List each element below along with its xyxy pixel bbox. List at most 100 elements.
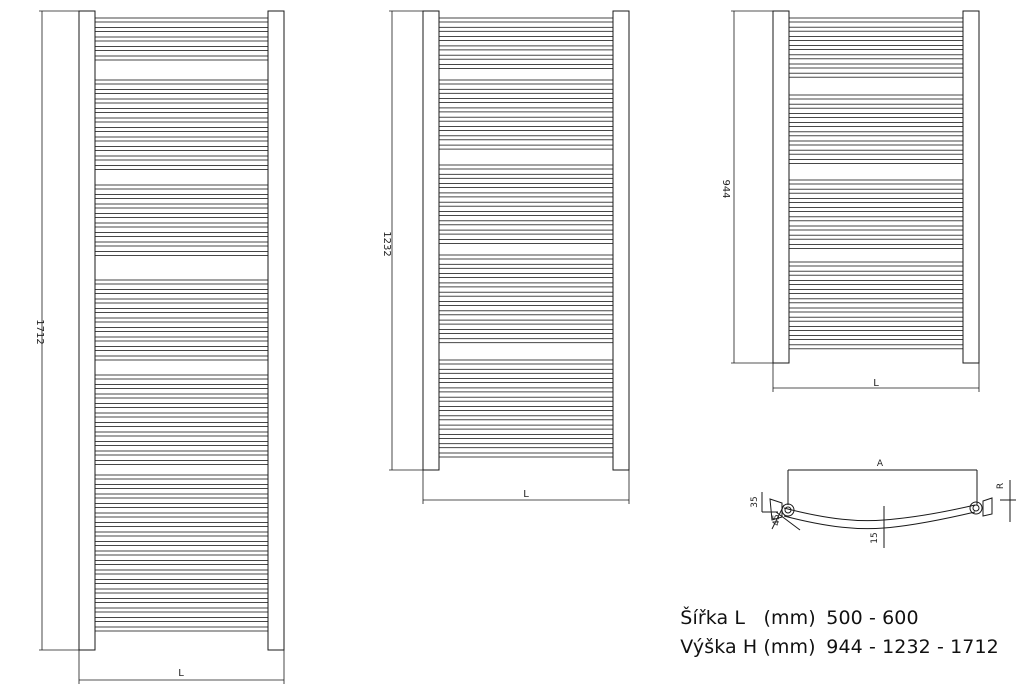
rail-bar [94,617,269,622]
rail-bar [438,368,614,374]
rail-bar [94,588,269,594]
spec-height-value: 944 - 1232 - 1712 [826,636,999,658]
profile-35-label: 35 [750,496,760,507]
rail-bar [94,203,269,209]
rail-bar [438,310,614,316]
rail-bar [788,140,964,146]
rail-bar [788,113,964,118]
rail-bar [94,308,269,313]
rail-bar [94,79,269,85]
small-height-label: 944 [720,179,731,198]
right-collector [962,10,980,364]
rail-bar [94,317,269,323]
rail-bar [94,384,269,389]
rail-bar [94,89,269,94]
rail-bar [788,158,964,164]
rail-bar [438,88,614,94]
rail-bar [438,359,614,365]
profile-a-label: A [877,459,884,469]
rail-bar [788,17,964,23]
rail-bar [788,36,964,41]
rail-bar [94,27,269,32]
rail-bar [94,194,269,199]
rail-bar [438,254,614,260]
medium-height-label: 1232 [381,231,392,256]
rail-bar [788,325,964,331]
rail-bar [94,155,269,161]
rail-bar [438,378,614,384]
large-radiator-drawing [39,10,285,684]
rail-bar [94,541,269,546]
rail-bar [94,560,269,565]
rail-bar [438,452,614,458]
rail-bar [438,26,614,32]
rail-bar [94,251,269,256]
rail-bar [438,144,614,150]
rail-bar [788,54,964,60]
rail-bar [94,289,269,294]
rail-bar [94,598,269,603]
rail-bar [788,207,964,213]
rail-bar [438,263,614,269]
rail-bar [438,116,614,122]
rail-bar [94,422,269,427]
rail-bar [788,188,964,194]
rail-bar [94,531,269,537]
rail-bar [438,433,614,439]
rail-bar [438,17,614,23]
rail-bar [94,431,269,437]
rail-bar [438,107,614,113]
rail-bar [788,103,964,109]
rail-bar [94,460,269,465]
rail-bar [438,229,614,235]
rail-bar [438,183,614,189]
rail-bar [438,396,614,402]
rail-bar [438,98,614,103]
rail-bar [438,211,614,216]
rail-bar [94,550,269,556]
profile-r-label: R [996,483,1006,489]
rail-bar [94,46,269,51]
rail-bar [788,344,964,350]
rail-bar [438,164,614,170]
spec-height-row: Výška H (mm) 944 - 1232 - 1712 [668,614,999,658]
rail-bar [94,412,269,418]
rail-bar [788,131,964,137]
rail-bar [94,441,269,446]
profile-45-label: 45 [772,514,782,525]
rail-bar [438,64,614,69]
rail-bar [438,387,614,393]
large-height-label: 1712 [34,319,45,344]
rail-bar [94,355,269,361]
large-width-label: L [178,668,184,679]
rail-bar [788,335,964,341]
rail-bar [788,26,964,32]
small-radiator-drawing [731,10,980,392]
profile-cross-section [761,469,1016,548]
rail-bar [94,127,269,132]
rail-bar [788,197,964,203]
rail-bar [788,243,964,249]
rail-bar [94,336,269,342]
rail-bar [438,282,614,288]
rail-bar [94,232,269,237]
rail-bar [438,135,614,141]
rail-bar [94,146,269,151]
spec-width-label: Šířka L (mm) [680,607,816,629]
rail-bar [438,201,614,207]
spec-width-row: Šířka L (mm)500 - 600 [668,585,919,629]
rail-bar [94,298,269,304]
rail-bar [94,17,269,23]
rail-bar [788,234,964,240]
right-collector [267,10,285,651]
rail-bar [788,298,964,304]
rail-bar [94,484,269,489]
rail-bar [438,291,614,297]
spec-height-label: Výška H (mm) [680,636,816,658]
rail-bar [788,149,964,155]
rail-bar [94,522,269,527]
rail-bar [438,328,614,334]
rail-bar [438,36,614,41]
rail-bar [438,173,614,179]
